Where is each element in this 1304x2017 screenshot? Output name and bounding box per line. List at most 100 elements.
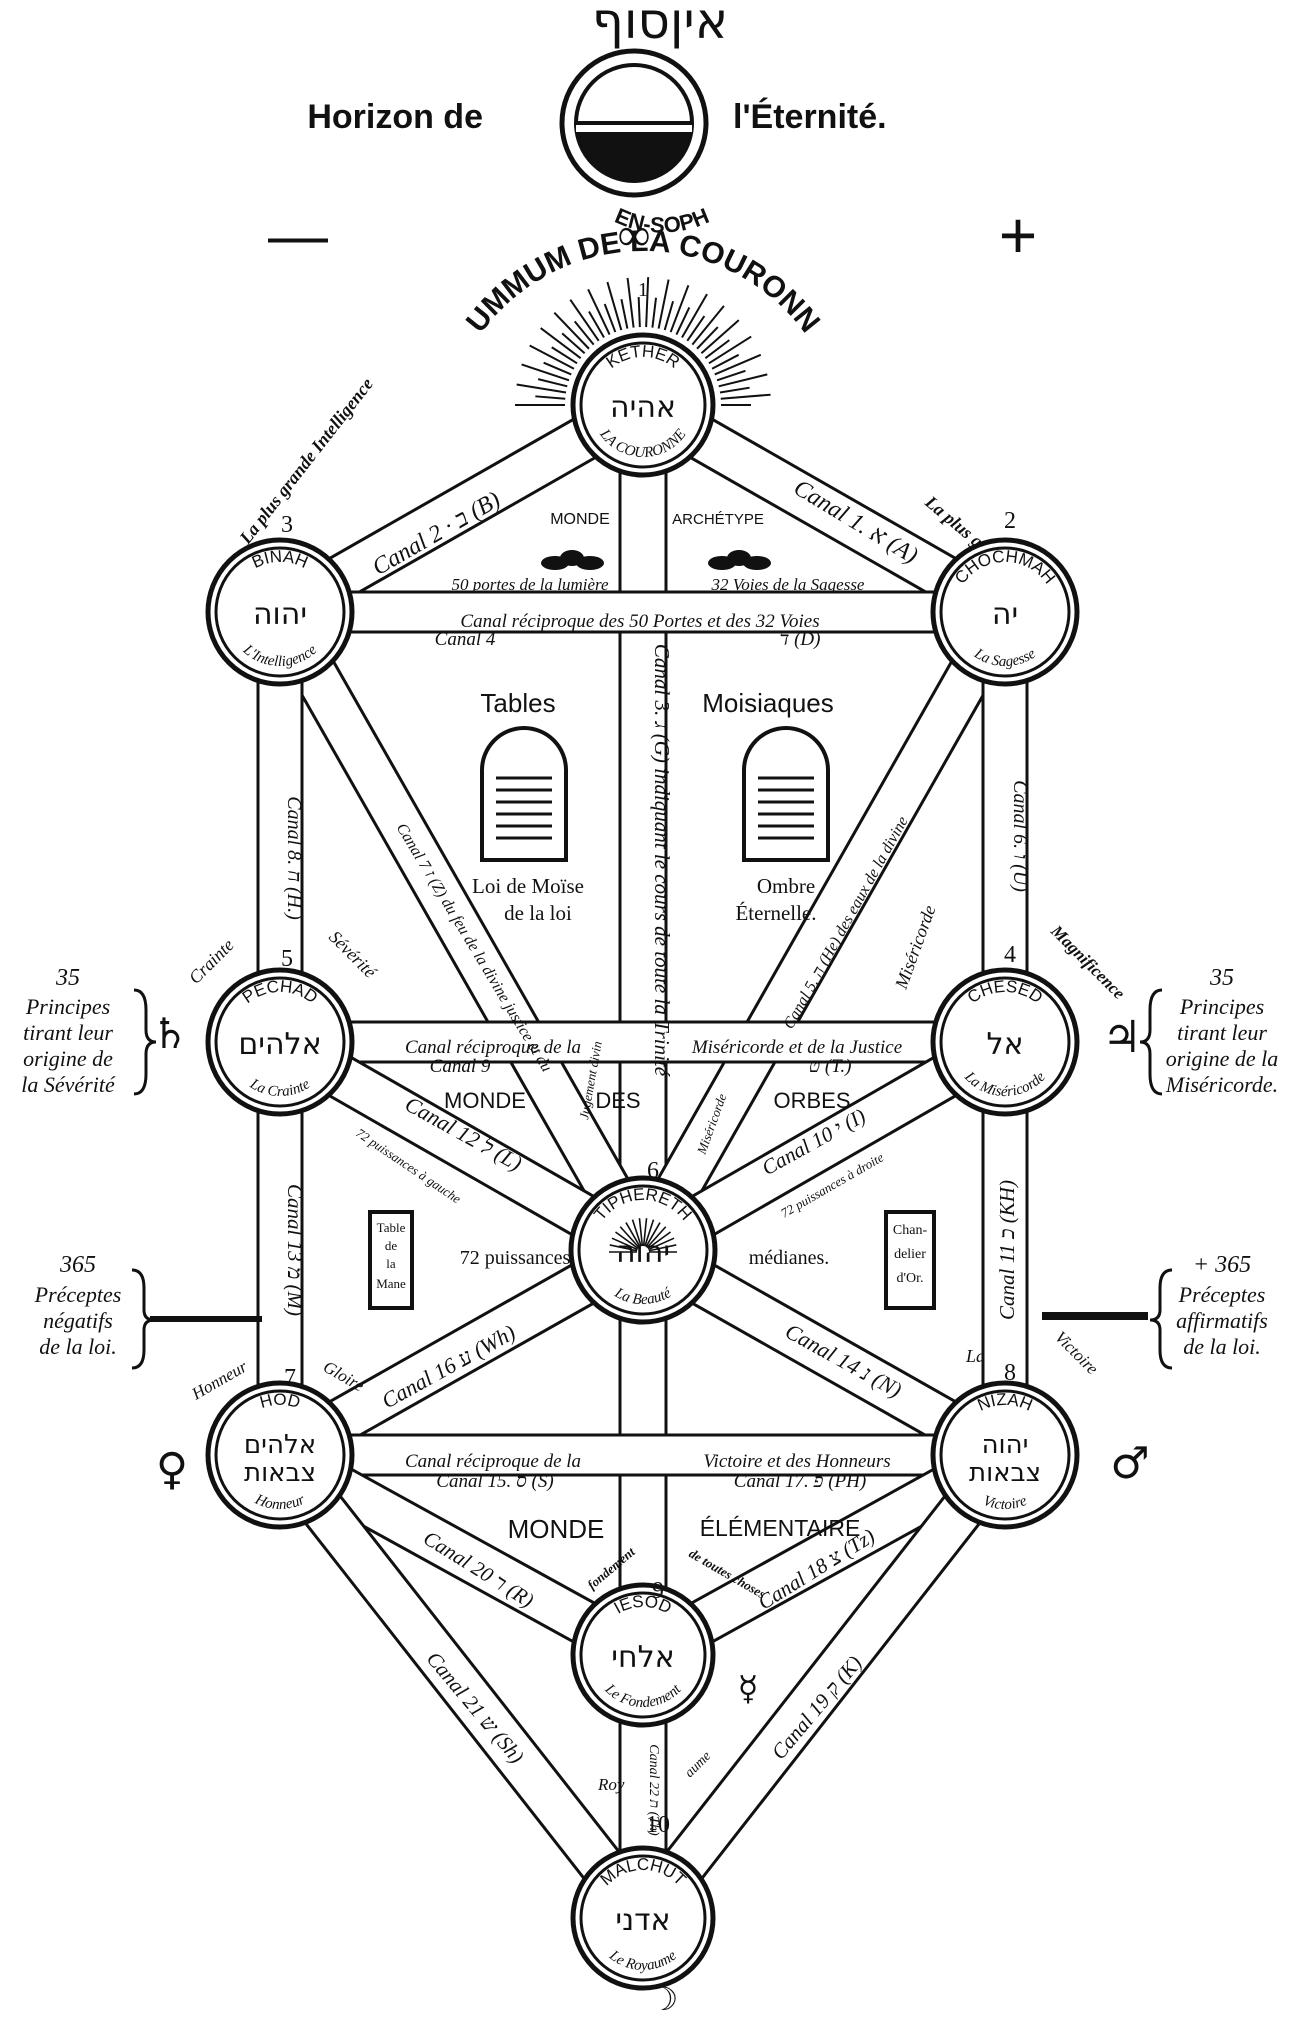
sephirah-hebrew: צבאות — [244, 1458, 316, 1488]
severite-label: Sévérité — [325, 927, 381, 983]
tables-label: Tables — [480, 688, 555, 718]
gloire-label: Gloire — [320, 1357, 368, 1396]
sephirah-subtitle: Victoire — [981, 1493, 1030, 1513]
sephirah-hebrew: צבאות — [969, 1458, 1041, 1488]
loi-moise-label: Loi de Moïse — [472, 874, 584, 898]
cloud-left-icon — [541, 550, 604, 570]
channel-label-c9b: Canal 9 — [430, 1056, 491, 1077]
channel-label-c17b: Canal 17. פ (PH) — [734, 1471, 866, 1492]
mercury-icon: ☿ — [738, 1669, 759, 1709]
side-note-right-top-line: tirant leur — [1177, 1020, 1267, 1045]
roy-label: Roy — [597, 1775, 625, 1794]
ain-soph-hebrew-title: איןסוף — [592, 0, 728, 50]
mars-icon: ♂ — [1110, 1438, 1149, 1489]
table-mane-1: Table — [377, 1220, 406, 1235]
tablet-right-icon — [742, 726, 830, 862]
side-note-right-mid: + 365 Préceptes affirmatifs de la loi. — [1042, 1252, 1268, 1370]
voies-sagesse-label: 32 Voies de la Sagesse — [711, 575, 865, 594]
channel-label-c4b: Canal 4 — [435, 629, 496, 650]
monde-orbes-label-1: MONDE — [444, 1088, 526, 1113]
puissances-left-label: 72 puissances — [460, 1247, 571, 1269]
sephirah-number: 5 — [281, 946, 293, 972]
side-note-left-mid-number: 365 — [59, 1252, 96, 1278]
side-note-left-mid-line: de la loi. — [39, 1334, 117, 1359]
kether-rays — [515, 277, 771, 406]
jupiter-icon: ♃ — [1102, 1012, 1141, 1063]
chandelier-2: delier — [894, 1247, 926, 1262]
monde-orbes-label-3: ORBES — [773, 1088, 850, 1113]
side-note-left-mid-line: Préceptes — [34, 1282, 122, 1307]
sephirah-number: 10 — [646, 1812, 670, 1838]
sephirah-hebrew: אדני — [615, 1903, 670, 1938]
side-note-left-top-number: 35 — [55, 965, 80, 991]
side-note-right-top-line: Miséricorde. — [1165, 1072, 1278, 1097]
sephirah-subtitle: La Beauté — [611, 1284, 675, 1308]
side-note-left-top-line: la Sévérité — [21, 1072, 116, 1097]
side-note-left-top-line: origine de — [23, 1046, 113, 1071]
crainte-label: Crainte — [185, 935, 238, 988]
sephirah-subtitle: Honneur — [252, 1491, 308, 1513]
side-note-left-mid-line: négatifs — [43, 1308, 113, 1333]
archetype-label: ARCHÉTYPE — [672, 511, 764, 528]
channel-label-c22: Canal 22 ת (Th) — [646, 1744, 661, 1836]
table-mane-box — [368, 1210, 414, 1310]
de-la-loi-label: de la loi — [504, 901, 572, 925]
infinity-sign: ∞ — [618, 209, 651, 260]
horizon-eternity-circle — [559, 48, 709, 198]
tiphereth-sun-icon — [609, 1218, 677, 1253]
side-note-left-top: 35 Principes tirant leur origine de la S… — [21, 965, 157, 1097]
portes-lumiere-label: 50 portes de la lumière — [451, 575, 609, 594]
monde-elementaire-label-1: MONDE — [508, 1514, 605, 1544]
victoire-label: Victoire — [1051, 1327, 1102, 1378]
channel-band-hod-nizah — [278, 1433, 1007, 1477]
table-mane-4: Mane — [376, 1276, 406, 1291]
sephirah-hebrew: אהיה — [610, 390, 676, 425]
summum-number: 1 — [638, 279, 648, 301]
channel-label-c4a: Canal réciproque des 50 Portes et des 32… — [460, 611, 819, 632]
side-note-right-top-line: origine de la — [1166, 1046, 1278, 1071]
channel-label-c9a: Canal réciproque de la — [405, 1037, 581, 1058]
channel-label-c17a: Victoire et des Honneurs — [703, 1451, 890, 1472]
channel-label-c6: Canal 6. ו (U) — [1009, 780, 1031, 892]
puissances-right-label: médianes. — [749, 1247, 830, 1269]
table-mane-3: la — [386, 1256, 396, 1271]
minus-sign: — — [268, 202, 328, 269]
sephirah-number: 2 — [1004, 508, 1016, 534]
side-note-right-mid-number: + 365 — [1193, 1252, 1251, 1278]
monde-label: MONDE — [550, 511, 610, 528]
summum-couronne-label: SUMMUM DE LA COURONNE — [0, 0, 826, 339]
sephirah-hebrew: אלהים — [244, 1430, 316, 1460]
misericorde-label: Miséricorde — [891, 902, 940, 992]
side-note-right-top-line: Principes — [1179, 994, 1264, 1019]
side-note-right-top-number: 35 — [1209, 965, 1234, 991]
chandelier-3: d'Or. — [896, 1271, 923, 1286]
sephirah-hebrew: יהוה — [253, 597, 307, 632]
saturn-icon: ♄ — [151, 1009, 189, 1058]
side-note-left-top-line: Principes — [25, 994, 110, 1019]
side-note-left-mid: 365 Préceptes négatifs de la loi. — [34, 1252, 262, 1370]
monde-orbes-label-2: DES — [595, 1088, 640, 1113]
sephirah-number: 3 — [281, 512, 293, 538]
sephirah-hebrew: אלהים — [238, 1027, 321, 1062]
aume-label: aume — [682, 1749, 714, 1781]
horizon-right-label: l'Éternité. — [733, 98, 887, 136]
sephirah-number: 8 — [1004, 1360, 1016, 1386]
channel-label-c3: Canal 3. ג (G) indiquant le cours de tou… — [650, 644, 674, 1078]
chandelier-box — [884, 1210, 936, 1310]
sephirah-hebrew: אל — [986, 1027, 1023, 1062]
plus-sign: + — [999, 198, 1038, 272]
channel-label-c8: Canal 8. ח (H.) — [283, 796, 305, 920]
channel-label-c11: Canal 11 כ (KH) — [995, 1180, 1019, 1320]
channel-label-c21: Canal 21 ש (Sh) — [422, 1647, 529, 1768]
la-label: La — [965, 1346, 985, 1366]
moisiaques-label: Moisiaques — [702, 688, 834, 718]
